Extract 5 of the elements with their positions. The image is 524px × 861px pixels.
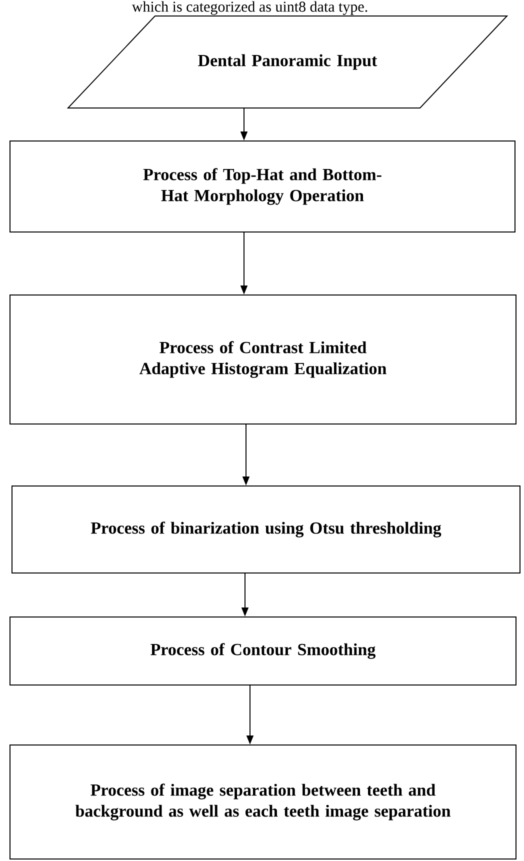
process-box: Process of Contrast Limited Adaptive Histogram Equalization (10, 294, 516, 424)
process-box: Process of Contour Smoothing (10, 616, 516, 686)
process-box: Process of binarization using Otsu thresholding (12, 486, 520, 574)
process-box: Process of image separation between teeth and background as well as each teeth image separation (10, 744, 516, 860)
process-box: Process of Top-Hat and Bottom-Hat Morphology Operation (10, 140, 516, 232)
